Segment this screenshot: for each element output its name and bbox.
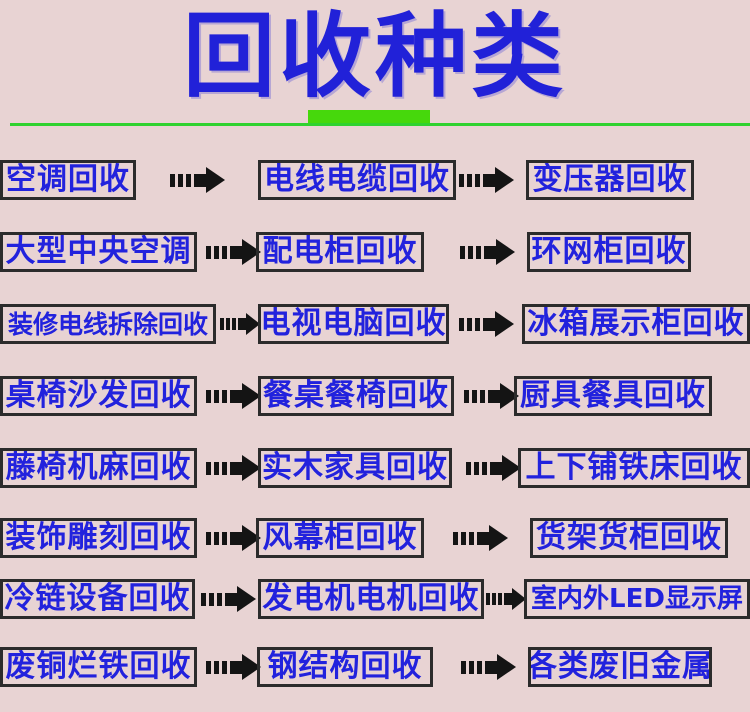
category-box: 电线电缆回收 — [258, 160, 456, 200]
category-label: 配电柜回收 — [262, 234, 418, 269]
flow-row-8: 废铜烂铁回收 钢结构回收 各类废旧金属 — [0, 647, 750, 687]
dashed-arrow-icon — [206, 518, 261, 558]
category-label: 变压器回收 — [532, 162, 688, 197]
divider-line — [10, 123, 750, 126]
category-label: 上下铺铁床回收 — [525, 450, 743, 485]
category-label: 藤椅机麻回收 — [5, 450, 192, 485]
category-box: 装饰雕刻回收 — [0, 518, 197, 558]
category-box: 上下铺铁床回收 — [518, 448, 750, 488]
category-box: 餐桌餐椅回收 — [258, 376, 454, 416]
category-label: 冰箱展示柜回收 — [527, 306, 745, 341]
category-label: 大型中央空调 — [5, 234, 192, 269]
category-box: 空调回收 — [0, 160, 136, 200]
category-label: 电视电脑回收 — [260, 306, 447, 341]
category-box: 装修电线拆除回收 — [0, 304, 216, 344]
dashed-arrow-icon — [453, 518, 508, 558]
dashed-arrow-icon — [206, 647, 261, 687]
category-box: 环网柜回收 — [527, 232, 691, 272]
dashed-arrow-icon — [220, 304, 260, 344]
category-box: 变压器回收 — [526, 160, 694, 200]
category-label: 空调回收 — [6, 162, 130, 197]
dashed-arrow-icon — [206, 376, 261, 416]
category-box: 货架货柜回收 — [530, 518, 728, 558]
category-box: 厨具餐具回收 — [514, 376, 712, 416]
category-box: 废铜烂铁回收 — [0, 647, 197, 687]
category-box: 配电柜回收 — [256, 232, 424, 272]
flow-row-4: 桌椅沙发回收 餐桌餐椅回收 厨具餐具回收 — [0, 376, 750, 416]
category-box: 室内外LED显示屏 — [524, 579, 750, 619]
category-box: 冰箱展示柜回收 — [522, 304, 750, 344]
category-label: 餐桌餐椅回收 — [263, 378, 449, 413]
category-box: 大型中央空调 — [0, 232, 197, 272]
category-label: 环网柜回收 — [531, 234, 687, 269]
category-box: 冷链设备回收 — [0, 579, 195, 619]
category-label: 桌椅沙发回收 — [5, 378, 192, 413]
category-label: 装修电线拆除回收 — [7, 309, 208, 339]
title-underline-block — [308, 110, 430, 123]
category-label: 装饰雕刻回收 — [5, 520, 192, 555]
category-box: 各类废旧金属 — [528, 647, 712, 687]
page-title: 回收种类 — [182, 3, 567, 110]
category-label: 发电机电机回收 — [262, 581, 480, 616]
category-label: 电线电缆回收 — [264, 162, 450, 197]
category-label: 室内外LED显示屏 — [531, 584, 743, 614]
category-label: 风幕柜回收 — [262, 520, 418, 555]
flow-row-5: 藤椅机麻回收 实木家具回收 上下铺铁床回收 — [0, 448, 750, 488]
dashed-arrow-icon — [459, 304, 514, 344]
dashed-arrow-icon — [459, 160, 514, 200]
category-label: 货架货柜回收 — [536, 520, 722, 555]
category-label: 实木家具回收 — [262, 450, 448, 485]
category-box: 桌椅沙发回收 — [0, 376, 197, 416]
dashed-arrow-icon — [206, 448, 261, 488]
category-box: 钢结构回收 — [257, 647, 433, 687]
category-box: 电视电脑回收 — [258, 304, 449, 344]
category-label: 钢结构回收 — [267, 649, 423, 684]
flow-row-1: 空调回收 电线电缆回收 变压器回收 — [0, 160, 750, 200]
flow-row-3: 装修电线拆除回收 电视电脑回收 冰箱展示柜回收 — [0, 304, 750, 344]
category-box: 发电机电机回收 — [258, 579, 484, 619]
dashed-arrow-icon — [206, 232, 261, 272]
dashed-arrow-icon — [170, 160, 225, 200]
dashed-arrow-icon — [461, 647, 516, 687]
dashed-arrow-icon — [201, 579, 256, 619]
flow-row-6: 装饰雕刻回收 风幕柜回收 货架货柜回收 — [0, 518, 750, 558]
category-label: 各类废旧金属 — [528, 649, 712, 684]
category-label: 废铜烂铁回收 — [5, 649, 192, 684]
dashed-arrow-icon — [464, 376, 519, 416]
dashed-arrow-icon — [466, 448, 521, 488]
flow-row-7: 冷链设备回收 发电机电机回收 室内外LED显示屏 — [0, 579, 750, 619]
dashed-arrow-icon — [460, 232, 515, 272]
category-box: 实木家具回收 — [258, 448, 452, 488]
category-label: 厨具餐具回收 — [520, 378, 706, 413]
category-label: 冷链设备回收 — [4, 581, 191, 616]
flow-row-2: 大型中央空调 配电柜回收 环网柜回收 — [0, 232, 750, 272]
dashed-arrow-icon — [486, 579, 526, 619]
category-box: 风幕柜回收 — [256, 518, 424, 558]
category-box: 藤椅机麻回收 — [0, 448, 197, 488]
